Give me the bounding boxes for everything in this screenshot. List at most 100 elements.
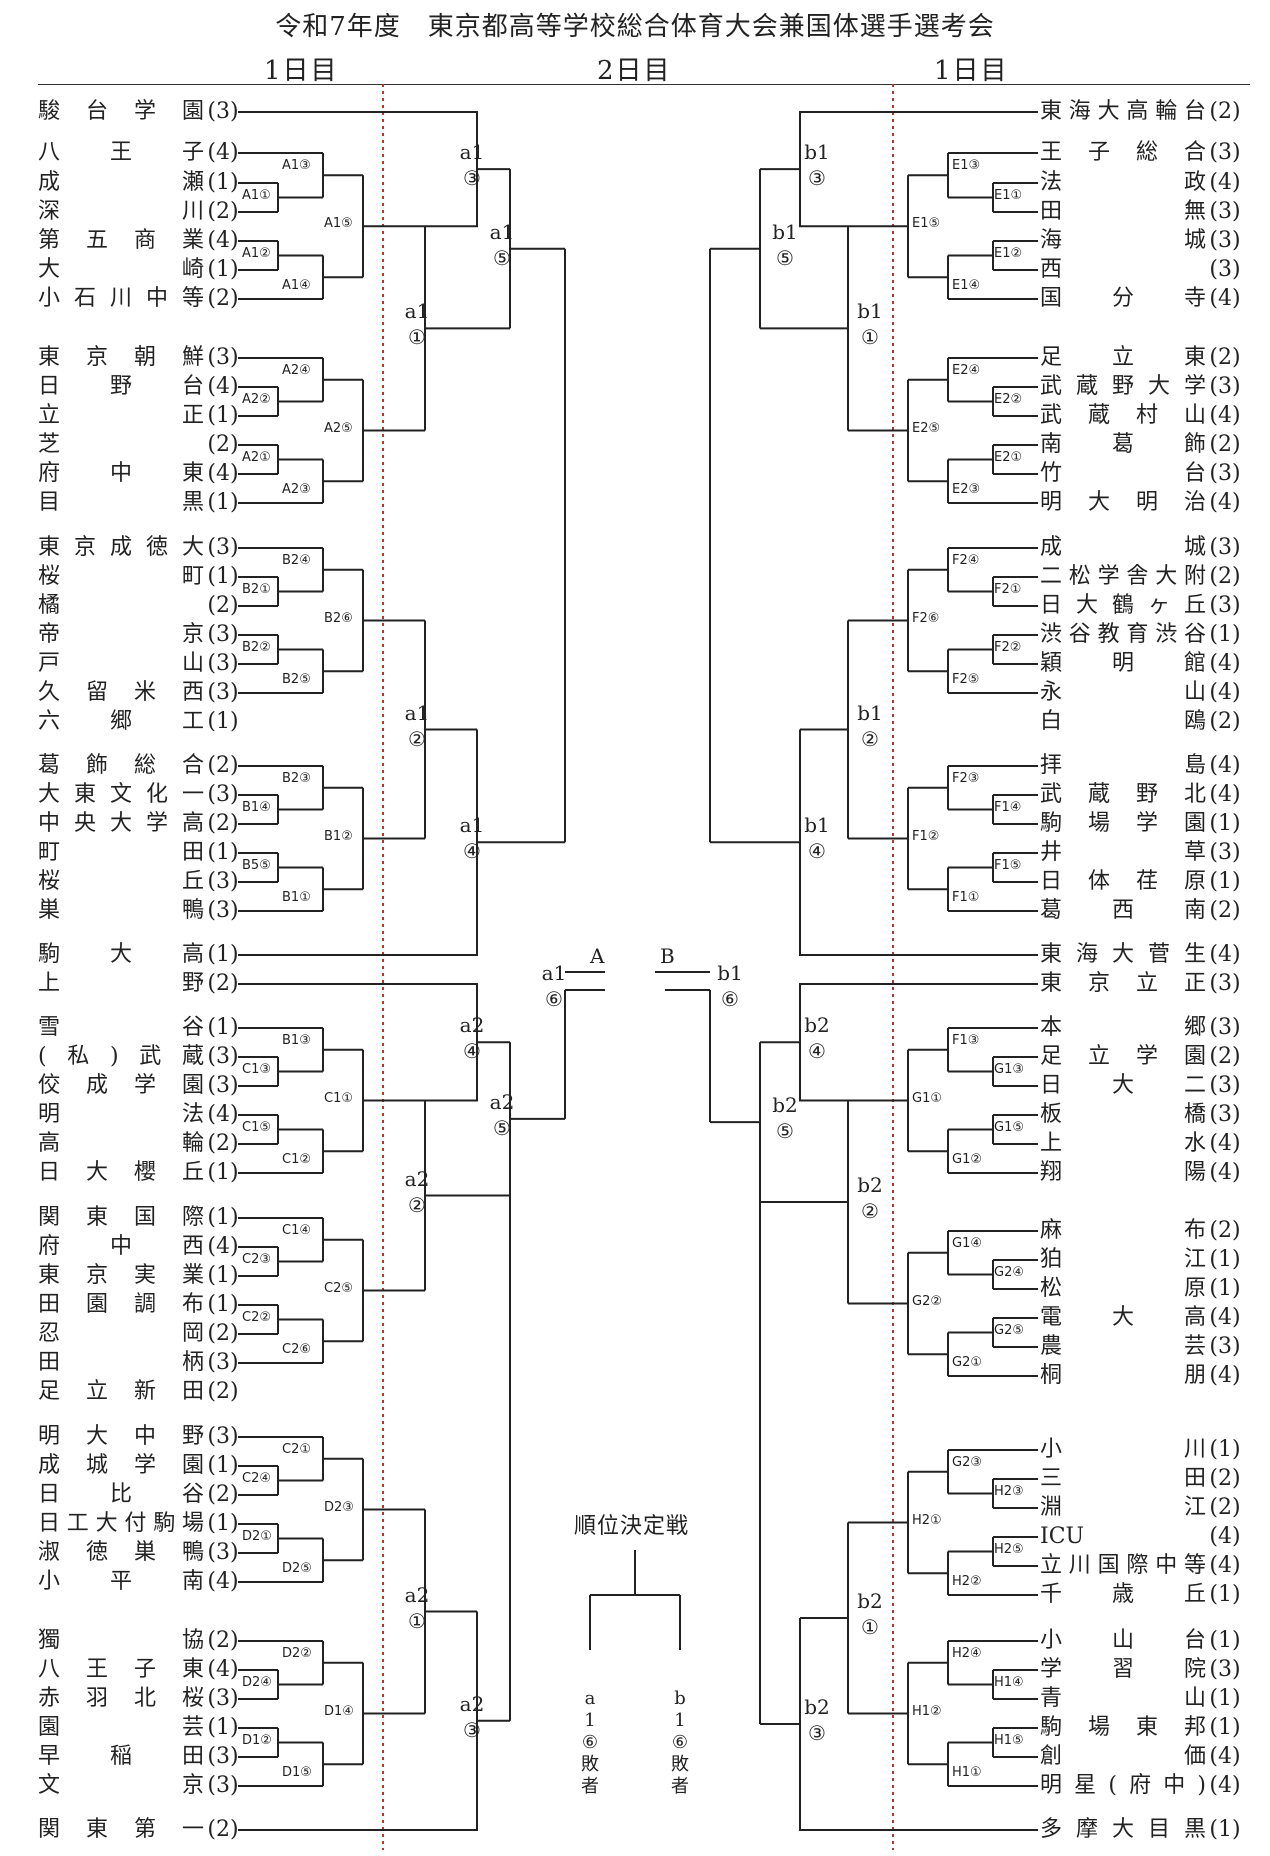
round-number: ④ [463, 839, 481, 864]
team-row-left: 戸山(3) [38, 652, 242, 676]
bracket-line [277, 1466, 323, 1495]
team-name: 国分寺 [1040, 286, 1206, 311]
day-header-left: 1日目 [264, 56, 339, 86]
team-name: 永山 [1040, 680, 1206, 705]
team-name: 井草 [1040, 840, 1206, 865]
team-seed: (3) [1209, 971, 1241, 996]
bracket-line [322, 548, 363, 592]
team-name: 電大高 [1040, 1305, 1206, 1330]
team-seed: (3) [1209, 1334, 1241, 1359]
match-label: B1② [324, 828, 353, 844]
team-row-left: 大崎(1) [38, 258, 242, 282]
match-label: E1② [994, 245, 1023, 261]
round-number: ⑤ [493, 1115, 511, 1140]
team-name: 文京 [38, 1773, 204, 1798]
team-row-left: 橘(2) [38, 594, 242, 618]
match-label: B2② [242, 639, 271, 655]
team-row-right: 三田(2) [1040, 1467, 1244, 1491]
match-label: G1③ [994, 1061, 1024, 1077]
match-label: A2④ [282, 363, 311, 378]
team-row-right: 松原(1) [1040, 1277, 1244, 1301]
team-name: 成瀬 [38, 170, 204, 195]
team-seed: (4) [207, 374, 239, 399]
team-row-left: 高輪(2) [38, 1132, 242, 1156]
team-row-right: 武蔵野大学(3) [1040, 375, 1244, 399]
team-seed: (4) [1209, 170, 1241, 195]
team-row-left: 明法(4) [38, 1103, 242, 1127]
team-row-left: 成城学園(1) [38, 1454, 242, 1478]
bracket-line [322, 1742, 363, 1786]
team-seed: (1) [207, 1160, 239, 1185]
team-row-right: 日体荏原(1) [1040, 870, 1244, 894]
bracket-line [908, 766, 949, 810]
match-label: F1① [952, 890, 980, 905]
team-name: 本郷 [1040, 1015, 1206, 1040]
match-label: F2① [994, 581, 1022, 597]
team-row-right: 青山(1) [1040, 1687, 1244, 1711]
match-label: D1④ [324, 1703, 354, 1719]
match-label: A1③ [282, 158, 311, 173]
team-row-right: 桐朋(4) [1040, 1364, 1244, 1388]
team-row-right: 小山台(1) [1040, 1629, 1244, 1653]
team-seed: (4) [1209, 286, 1241, 311]
team-seed: (1) [207, 840, 239, 865]
team-name: 桜丘 [38, 869, 204, 894]
team-seed: (1) [207, 1205, 239, 1230]
team-seed: (3) [1209, 535, 1241, 560]
bracket-line [948, 183, 994, 212]
match-label: H2③ [994, 1483, 1024, 1499]
team-seed: (2) [207, 753, 239, 778]
team-name: 小石川中等 [38, 286, 204, 311]
bracket-line [848, 1471, 909, 1574]
bracket-line [277, 1057, 323, 1086]
team-seed: (3) [1209, 257, 1241, 282]
team-seed: (2) [207, 1321, 239, 1346]
team-row-right: 創価(4) [1040, 1745, 1244, 1769]
team-row-right: 永山(4) [1040, 681, 1244, 705]
round-code: b2 [772, 1093, 798, 1118]
team-row-left: 足立新田(2) [38, 1380, 242, 1404]
match-label: G1⑤ [994, 1119, 1024, 1135]
team-name: 葛西南 [1040, 898, 1206, 923]
bracket-line [322, 255, 363, 299]
team-name: 八王子 [38, 140, 204, 165]
team-seed: (3) [207, 1744, 239, 1769]
bracket-line [948, 795, 994, 824]
round-number: ⑤ [493, 245, 511, 270]
team-row-left: 中央大学高(2) [38, 812, 242, 836]
match-label: H2② [952, 1574, 982, 1589]
team-name: 千歳丘 [1040, 1582, 1206, 1607]
bracket-line [908, 1231, 949, 1275]
bronze-match-title: 順位決定戦 [574, 1514, 690, 1539]
team-seed: (1) [207, 1453, 239, 1478]
team-name: 西 [1040, 257, 1063, 282]
team-seed: (2) [1209, 99, 1241, 124]
bracket-line [908, 548, 949, 592]
round-code: b1 [857, 700, 883, 725]
team-name: 小平南 [38, 1569, 204, 1594]
bracket-line [908, 867, 949, 911]
match-label: F1④ [994, 799, 1022, 815]
team-row-right: 明星(府中)(4) [1040, 1774, 1244, 1798]
match-label: C1④ [282, 1223, 312, 1238]
team-seed: (4) [1209, 1524, 1241, 1549]
team-name: 足立新田 [38, 1379, 204, 1404]
team-name: 目黒 [38, 490, 204, 515]
team-name: 小川 [1040, 1437, 1206, 1462]
team-seed: (1) [1209, 1686, 1241, 1711]
team-row-right: 東海大菅生(4) [1040, 943, 1244, 967]
match-label: E1① [994, 187, 1023, 203]
team-name: 帝京 [38, 622, 204, 647]
bracket-line [277, 635, 323, 664]
team-seed: (4) [1209, 680, 1241, 705]
round-code: a1 [459, 140, 485, 165]
match-label: E2④ [952, 363, 981, 378]
match-label: F1③ [952, 1033, 980, 1048]
team-name: 淵江 [1040, 1495, 1206, 1520]
team-name: 武蔵村山 [1040, 403, 1206, 428]
